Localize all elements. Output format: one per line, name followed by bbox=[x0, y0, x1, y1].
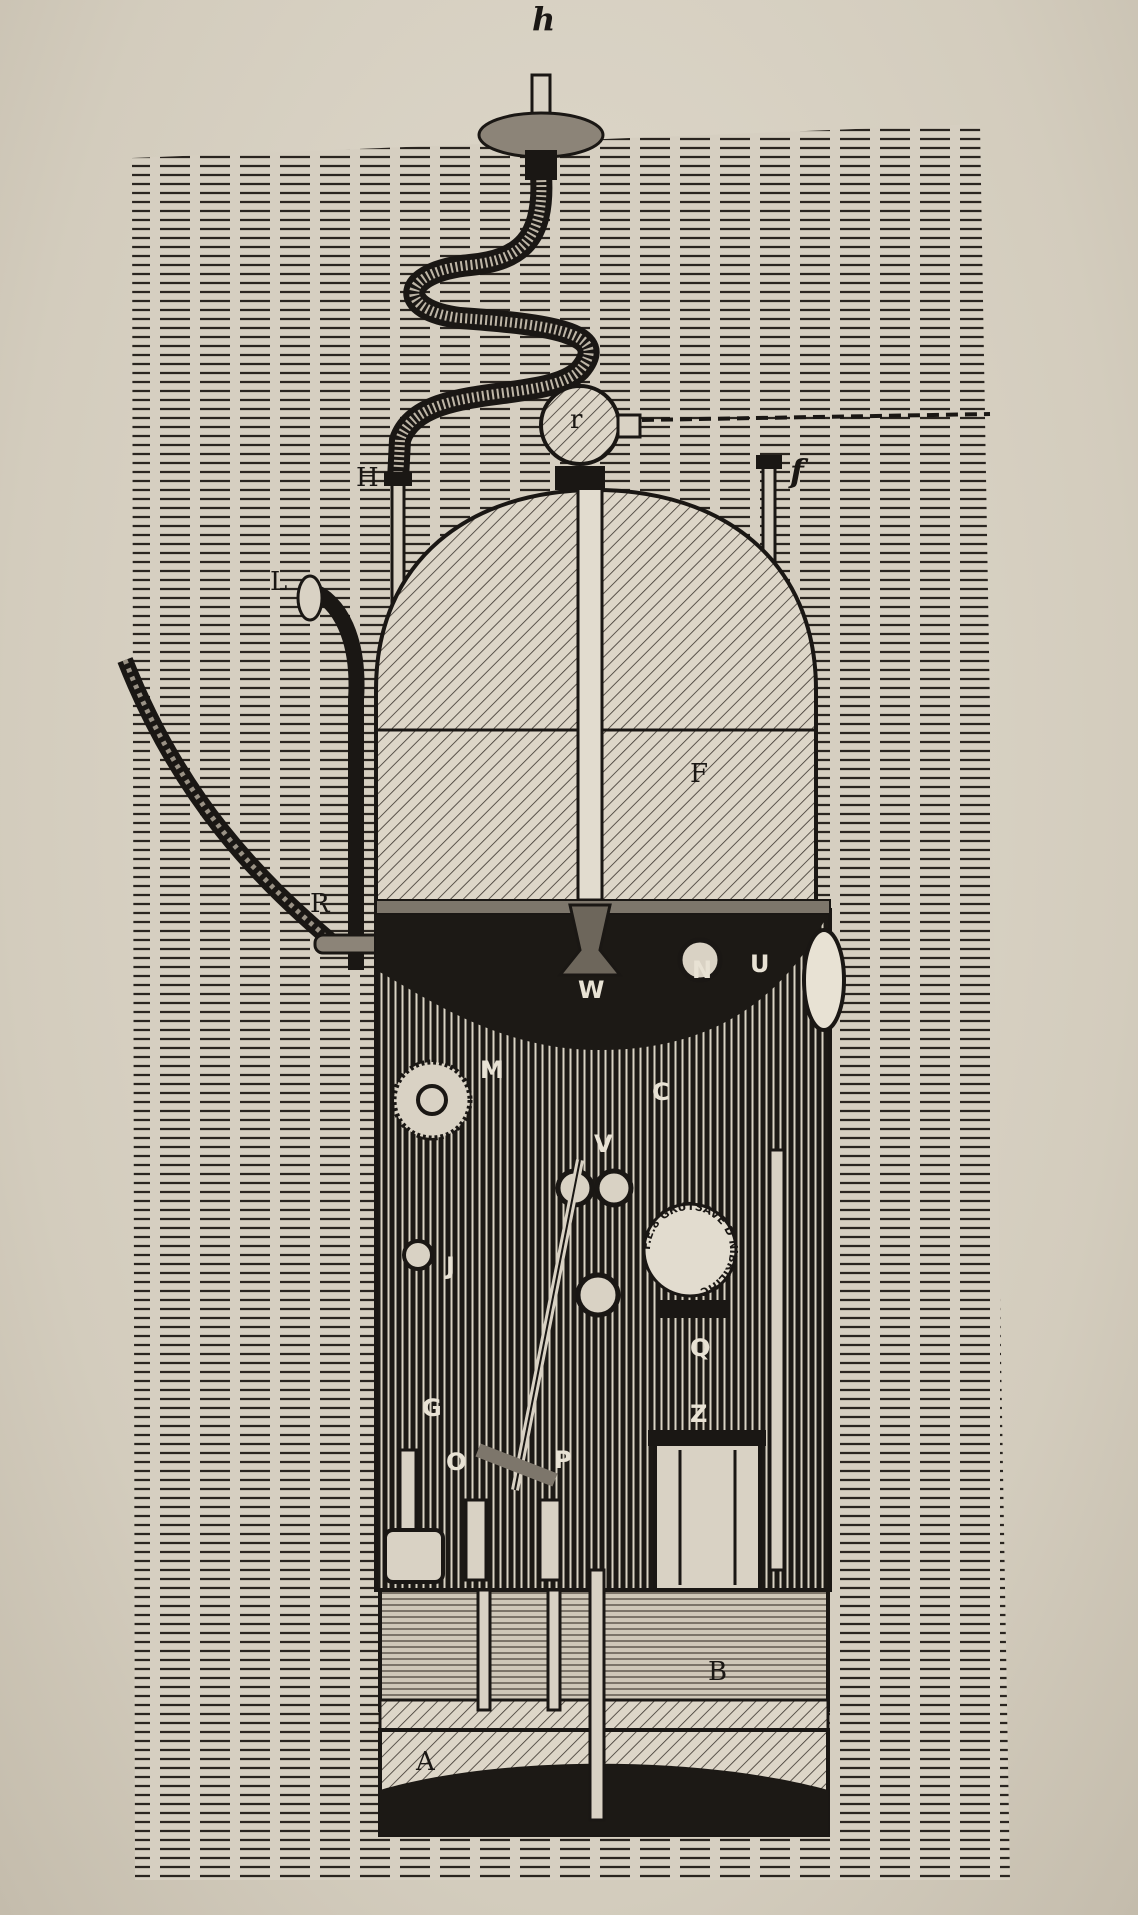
label-Q: Q bbox=[690, 1334, 710, 1362]
dial-M bbox=[391, 1059, 473, 1141]
valve-V-right bbox=[594, 1168, 634, 1208]
ballast-screw bbox=[588, 1568, 606, 1822]
air-hose bbox=[387, 174, 600, 481]
label-R: R bbox=[310, 889, 331, 919]
label-U: U bbox=[750, 950, 770, 978]
gauge-tube bbox=[768, 1148, 786, 1572]
pump-G bbox=[383, 1448, 445, 1584]
label-V: V bbox=[594, 1130, 613, 1158]
gauge-sphere-r bbox=[539, 384, 991, 490]
cylinder-Z bbox=[648, 1430, 766, 1592]
label-M: M bbox=[480, 1056, 504, 1084]
label-Z: Z bbox=[690, 1400, 707, 1428]
plate-disc: F.E.8 GRUTSAVE D NIBRILIHC bbox=[640, 1200, 740, 1318]
label-J: J bbox=[444, 1252, 455, 1280]
label-O: O bbox=[446, 1448, 466, 1476]
valve-W bbox=[556, 903, 624, 977]
label-F: F bbox=[690, 759, 708, 789]
label-G: G bbox=[422, 1394, 442, 1422]
label-L: L bbox=[270, 567, 287, 597]
central-rod bbox=[576, 478, 604, 902]
label-N: N bbox=[692, 956, 712, 984]
surface-float bbox=[477, 73, 605, 180]
label-C: C bbox=[652, 1078, 670, 1106]
label-H: H bbox=[356, 463, 379, 493]
label-r: r bbox=[570, 405, 583, 435]
label-h: h bbox=[532, 0, 555, 38]
label-B: B bbox=[708, 1657, 727, 1687]
knob-N bbox=[677, 937, 723, 983]
label-f: f bbox=[788, 452, 809, 490]
porthole-U bbox=[802, 928, 846, 1032]
label-P: P bbox=[554, 1446, 572, 1474]
lever-mount bbox=[575, 1272, 621, 1318]
label-A: A bbox=[415, 1747, 436, 1777]
label-W: W bbox=[578, 976, 604, 1004]
